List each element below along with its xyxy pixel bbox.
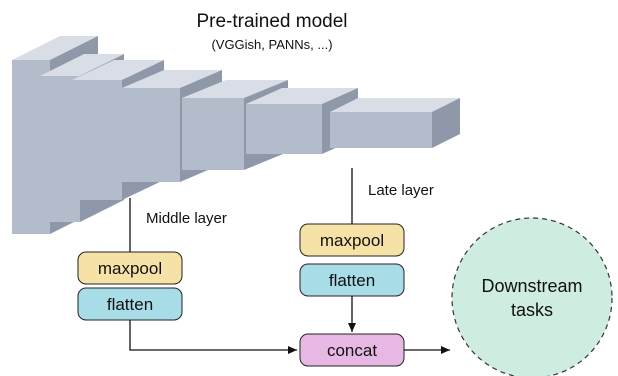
cnn-block-7-top [330, 98, 460, 112]
cnn-block-6-top [246, 88, 358, 104]
downstream-tasks-circle [451, 217, 613, 376]
model-title: Pre-trained model [196, 11, 347, 32]
cnn-block-6-front [246, 104, 322, 154]
model-subtitle: (VGGish, PANNs, ...) [211, 37, 332, 52]
middle-to-concat-arrow [129, 320, 297, 354]
middle-maxpool-label: maxpool [98, 259, 162, 278]
cnn-block-5-top [182, 80, 288, 98]
cnn-block-1-top [12, 36, 98, 60]
late-maxpool-label: maxpool [320, 231, 384, 250]
cnn-block-7-side [432, 98, 460, 148]
middle-layer-label: Middle layer [146, 210, 227, 227]
cnn-block-3-top [72, 60, 164, 80]
late-maxpool-box [299, 223, 405, 257]
cnn-block-4-front [122, 88, 180, 182]
cnn-block-7-front [330, 112, 432, 148]
middle-flatten-label: flatten [107, 295, 153, 314]
downstream-tasks-label-line2: tasks [511, 300, 553, 320]
late-layer-label: Late layer [368, 182, 434, 199]
cnn-block-4-top [122, 70, 222, 88]
cnn-block-3-front [72, 80, 122, 200]
late-flatten-label: flatten [329, 271, 375, 290]
cnn-block-5-front [182, 98, 244, 170]
cnn-block-7 [330, 98, 460, 148]
downstream-tasks-label-line1: Downstream [481, 276, 582, 296]
cnn-block-2-top [40, 54, 124, 76]
middle-maxpool-box [77, 251, 183, 285]
concat-label: concat [327, 341, 377, 360]
